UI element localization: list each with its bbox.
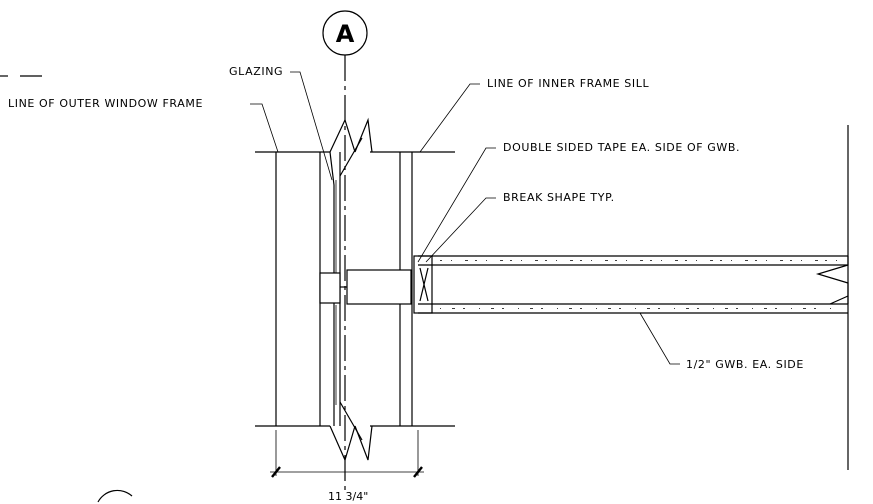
dimension-label: 11 3/4" [328, 490, 368, 503]
break-shape-label: BREAK SHAPE TYP. [503, 191, 615, 204]
section-letter: A [336, 20, 355, 48]
gwb-partition [413, 255, 849, 314]
leader-lines [250, 71, 680, 365]
inner-sill-label: LINE OF INNER FRAME SILL [487, 77, 649, 90]
sill-connector [319, 269, 412, 305]
outer-window-frame [275, 152, 321, 426]
partial-bubble [97, 489, 133, 503]
glazing-label: GLAZING [229, 65, 283, 78]
dimension-line [270, 430, 424, 478]
tape-label: DOUBLE SIDED TAPE EA. SIDE OF GWB. [503, 141, 740, 154]
section-bubble: A [322, 10, 368, 56]
gwb-label: 1/2" GWB. EA. SIDE [686, 358, 804, 371]
outer-frame-label: LINE OF OUTER WINDOW FRAME [8, 97, 203, 110]
